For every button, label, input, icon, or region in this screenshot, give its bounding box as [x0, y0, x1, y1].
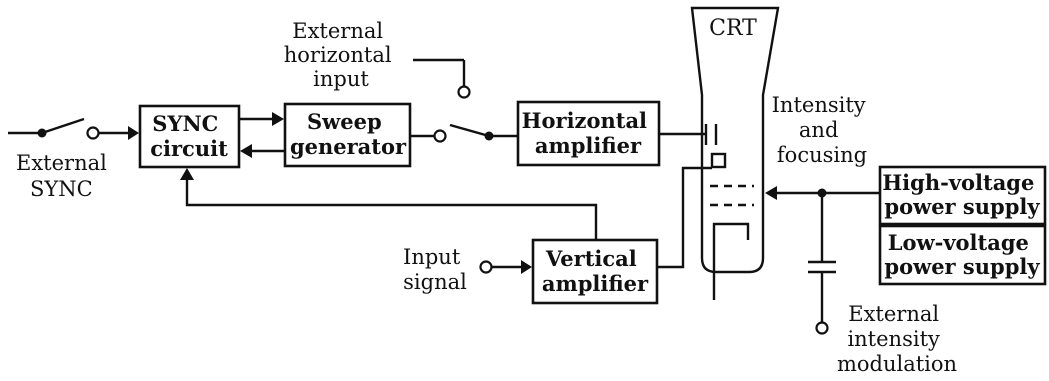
svg-text:Low-voltage power supply: Low-voltage power supply — [884, 230, 1040, 279]
horizontal-amplifier-block: Horizontal amplifier — [516, 100, 661, 167]
sync-circuit-label-line2: circuit — [150, 136, 228, 161]
external-sync-switch — [8, 117, 139, 140]
svg-text:High-voltage power suppl: High-voltage power supply — [882, 170, 1041, 219]
high-voltage-label-line1: High-voltage — [882, 170, 1034, 195]
high-voltage-supply-block: High-voltage power supply — [878, 165, 1047, 226]
sync-circuit-block: SYNC circuit — [138, 104, 241, 169]
input-signal-terminal — [479, 260, 532, 274]
vertical-amplifier-label-line2: amplifier — [542, 271, 649, 296]
sweep-generator-label-line2: generator — [290, 134, 407, 159]
external-horizontal-input-label: External horizontal input — [284, 19, 399, 91]
svg-text:Vertical amplifier: Vertical amplifier — [542, 246, 649, 296]
svg-text:SYNC circuit: SYNC circuit — [150, 111, 228, 161]
sweep-generator-label-line1: Sweep — [307, 109, 382, 134]
external-sync-label: External SYNC — [16, 151, 114, 201]
svg-text:Sweep generator: Sweep generator — [290, 109, 407, 159]
crt-label: CRT — [709, 16, 757, 41]
low-voltage-supply-block: Low-voltage power supply — [878, 224, 1047, 286]
vertical-to-sync-line — [185, 180, 598, 240]
low-voltage-label-line2: power supply — [884, 254, 1040, 279]
sync-circuit-label-line1: SYNC — [152, 111, 218, 136]
intensity-modulation-capacitor — [808, 193, 836, 335]
svg-text:Horizontal amplifier: Horizontal amplifier — [522, 108, 655, 158]
horizontal-amplifier-label-line1: Horizontal — [522, 108, 647, 133]
horizontal-source-switch — [410, 58, 518, 143]
crt-tube — [690, 6, 780, 300]
vertical-amplifier-label-line1: Vertical — [545, 246, 637, 271]
low-voltage-label-line1: Low-voltage — [888, 230, 1029, 255]
external-intensity-modulation-label: External intensity modulation — [837, 302, 957, 376]
vertical-deflection-plate — [710, 152, 727, 169]
vertical-amplifier-block: Vertical amplifier — [531, 238, 659, 305]
input-signal-label: Input signal — [403, 245, 467, 294]
sweep-generator-block: Sweep generator — [283, 102, 412, 168]
high-voltage-label-line2: power supply — [884, 194, 1040, 219]
intensity-focusing-label: Intensity and focusing — [772, 93, 873, 167]
horizontal-amplifier-label-line2: amplifier — [535, 133, 642, 158]
vertical-to-plates-line — [657, 166, 712, 269]
